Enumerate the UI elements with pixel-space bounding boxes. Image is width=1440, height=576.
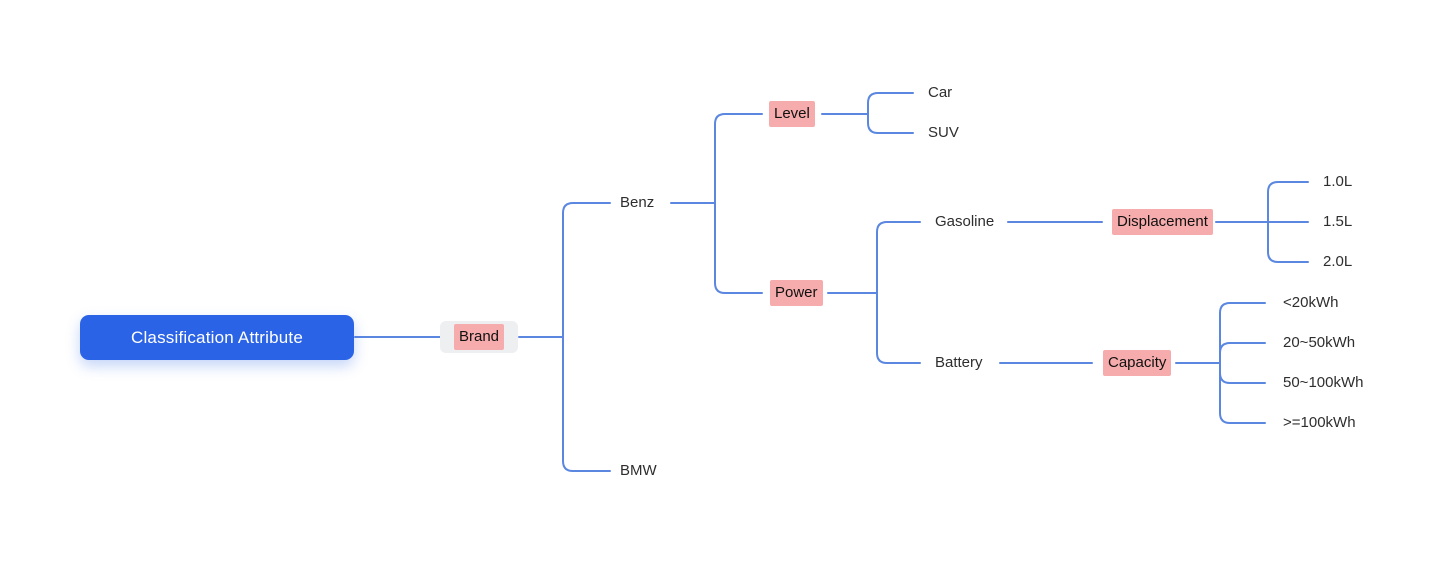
node-level[interactable]: Level bbox=[769, 101, 815, 127]
node-displacement-value-2[interactable]: 1.5L bbox=[1323, 213, 1353, 230]
node-suv[interactable]: SUV bbox=[928, 124, 959, 141]
node-displacement-value-3[interactable]: 2.0L bbox=[1323, 253, 1353, 270]
connector-capacity-branch-2 bbox=[1219, 342, 1266, 354]
connector-capacity-branch-3 bbox=[1219, 372, 1266, 384]
node-brand-label: Brand bbox=[454, 324, 505, 350]
connector-trunk-displacement-values bbox=[1267, 181, 1309, 263]
connector-trunk-car-suv bbox=[867, 92, 914, 134]
node-capacity-value-2[interactable]: 20~50kWh bbox=[1283, 334, 1356, 351]
node-classification-attribute[interactable]: Classification Attribute bbox=[80, 315, 354, 360]
node-bmw[interactable]: BMW bbox=[620, 462, 657, 479]
node-car[interactable]: Car bbox=[928, 84, 953, 101]
node-battery[interactable]: Battery bbox=[935, 354, 983, 371]
connector-trunk-level-power bbox=[714, 113, 763, 294]
node-displacement[interactable]: Displacement bbox=[1112, 209, 1213, 235]
node-capacity-value-3[interactable]: 50~100kWh bbox=[1283, 374, 1364, 391]
node-benz[interactable]: Benz bbox=[620, 194, 655, 211]
node-capacity[interactable]: Capacity bbox=[1103, 350, 1172, 376]
node-capacity-value-1[interactable]: <20kWh bbox=[1283, 294, 1339, 311]
connector-trunk-benz-bmw bbox=[562, 202, 611, 472]
node-power[interactable]: Power bbox=[770, 280, 823, 306]
node-capacity-value-4[interactable]: >=100kWh bbox=[1283, 414, 1356, 431]
node-brand[interactable]: Brand bbox=[440, 321, 519, 353]
node-gasoline[interactable]: Gasoline bbox=[935, 213, 995, 230]
connector-trunk-capacity-outer bbox=[1219, 302, 1266, 424]
node-displacement-value-1[interactable]: 1.0L bbox=[1323, 173, 1353, 190]
connector-trunk-gasoline-battery bbox=[876, 221, 921, 364]
